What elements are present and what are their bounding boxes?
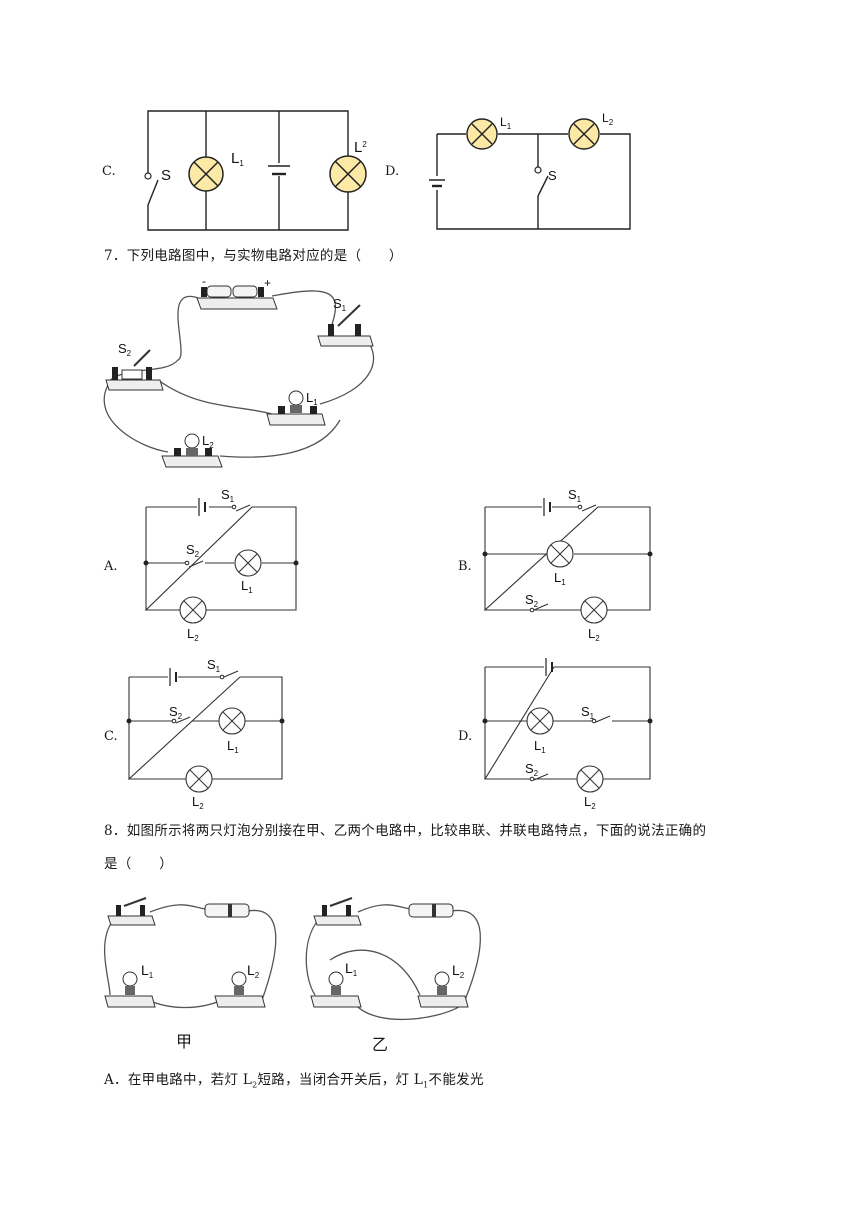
lamp-l2-icon [185, 765, 213, 793]
svg-text:L2: L2 [247, 962, 260, 980]
svg-text:S2: S2 [169, 704, 183, 721]
switch-s-blade [147, 179, 159, 206]
q7-option-a-label[interactable]: A. [104, 559, 118, 574]
lamp-l1-board [266, 390, 326, 426]
switch-s-blade [537, 175, 549, 197]
q7-question: 7．下列电路图中，与实物电路对应的是（ ） [104, 248, 403, 264]
switch-s-label: S [548, 168, 557, 183]
q8-option-a[interactable]: A．在甲电路中，若灯 L2短路，当闭合开关后，灯 L1不能发光 [104, 1072, 484, 1090]
q8-question-line2: 是（ ） [104, 856, 173, 872]
switch-s-label: S [161, 167, 171, 184]
wire [271, 290, 336, 331]
svg-text:L2: L2 [584, 794, 596, 811]
lamp-l1-label: L1 [306, 390, 318, 407]
svg-text:S1: S1 [207, 657, 221, 674]
switch-s2-board [105, 349, 164, 391]
battery-plus-label: + [264, 276, 271, 290]
svg-text:L1: L1 [141, 962, 154, 980]
lamp-l1-icon [218, 707, 246, 735]
q6-circuit-c: S L1 L2 [144, 110, 367, 231]
switch-s1-label: S1 [333, 296, 347, 313]
lamp-l2-icon [329, 155, 367, 193]
wire [219, 419, 341, 458]
lamp-l2-icon [179, 596, 207, 624]
battery-holder [196, 285, 278, 310]
yi-battery-holder [408, 903, 454, 918]
svg-text:S1: S1 [568, 487, 582, 504]
lamp-l2-label: L2 [354, 139, 367, 156]
switch-s-contact [144, 172, 152, 180]
lamp-l1-icon [546, 540, 574, 568]
q6-circuit-d: L1 L2 S [429, 111, 631, 230]
jia-lamp-l2-board [214, 971, 266, 1008]
wire [103, 384, 169, 453]
svg-text:L2: L2 [187, 626, 199, 643]
yi-switch-board [313, 897, 362, 926]
jia-battery-holder [204, 903, 250, 918]
q8-caption-jia: 甲 [176, 1032, 193, 1051]
q6-option-c-label: C. [102, 164, 116, 179]
lamp-l1-icon [234, 549, 262, 577]
svg-text:L2: L2 [588, 626, 600, 643]
yi-lamp-l1-board [310, 971, 362, 1008]
lamp-l2-label: L2 [202, 433, 214, 450]
svg-text:L1: L1 [554, 570, 566, 587]
lamp-l2-icon [576, 765, 604, 793]
q8-caption-yi: 乙 [372, 1035, 389, 1054]
svg-text:L1: L1 [534, 738, 546, 755]
svg-text:S2: S2 [186, 542, 200, 559]
lamp-l2-board [161, 433, 223, 468]
jia-switch-board [107, 897, 156, 926]
lamp-l1-label: L1 [500, 115, 512, 131]
lamp-l2-icon [580, 596, 608, 624]
svg-text:L1: L1 [227, 738, 239, 755]
lamp-l2-label: L2 [602, 111, 614, 127]
svg-text:S2: S2 [525, 592, 539, 609]
wire [157, 379, 273, 415]
lamp-l1-icon [466, 118, 498, 150]
svg-text:L2: L2 [452, 962, 465, 980]
switch-s2-label: S2 [118, 341, 132, 358]
lamp-l1-label: L1 [231, 150, 244, 168]
svg-text:L1: L1 [241, 578, 253, 595]
jia-lamp-l1-board [104, 971, 156, 1008]
q8-question-line1: 8．如图所示将两只灯泡分别接在甲、乙两个电路中，比较串联、并联电路特点，下面的说… [104, 823, 707, 839]
q7-physical-circuit-photo: - + S1 S2 L1 L2 [103, 274, 375, 468]
svg-text:S1: S1 [221, 487, 235, 504]
battery-minus-label: - [202, 274, 206, 288]
q7-option-c-label[interactable]: C. [104, 729, 118, 744]
switch-s1-board [317, 304, 374, 347]
yi-lamp-l2-board [417, 971, 469, 1008]
lamp-l2-icon [568, 118, 600, 150]
lamp-l1-icon [526, 707, 554, 735]
q6-option-d-label: D. [385, 164, 400, 179]
svg-text:L1: L1 [345, 960, 358, 978]
svg-text:L2: L2 [192, 794, 204, 811]
lamp-l1-icon [188, 156, 224, 192]
svg-text:S2: S2 [525, 761, 539, 778]
q7-option-d-label[interactable]: D. [458, 729, 473, 744]
svg-text:S1: S1 [581, 704, 595, 721]
q7-option-b-label[interactable]: B. [458, 559, 472, 574]
